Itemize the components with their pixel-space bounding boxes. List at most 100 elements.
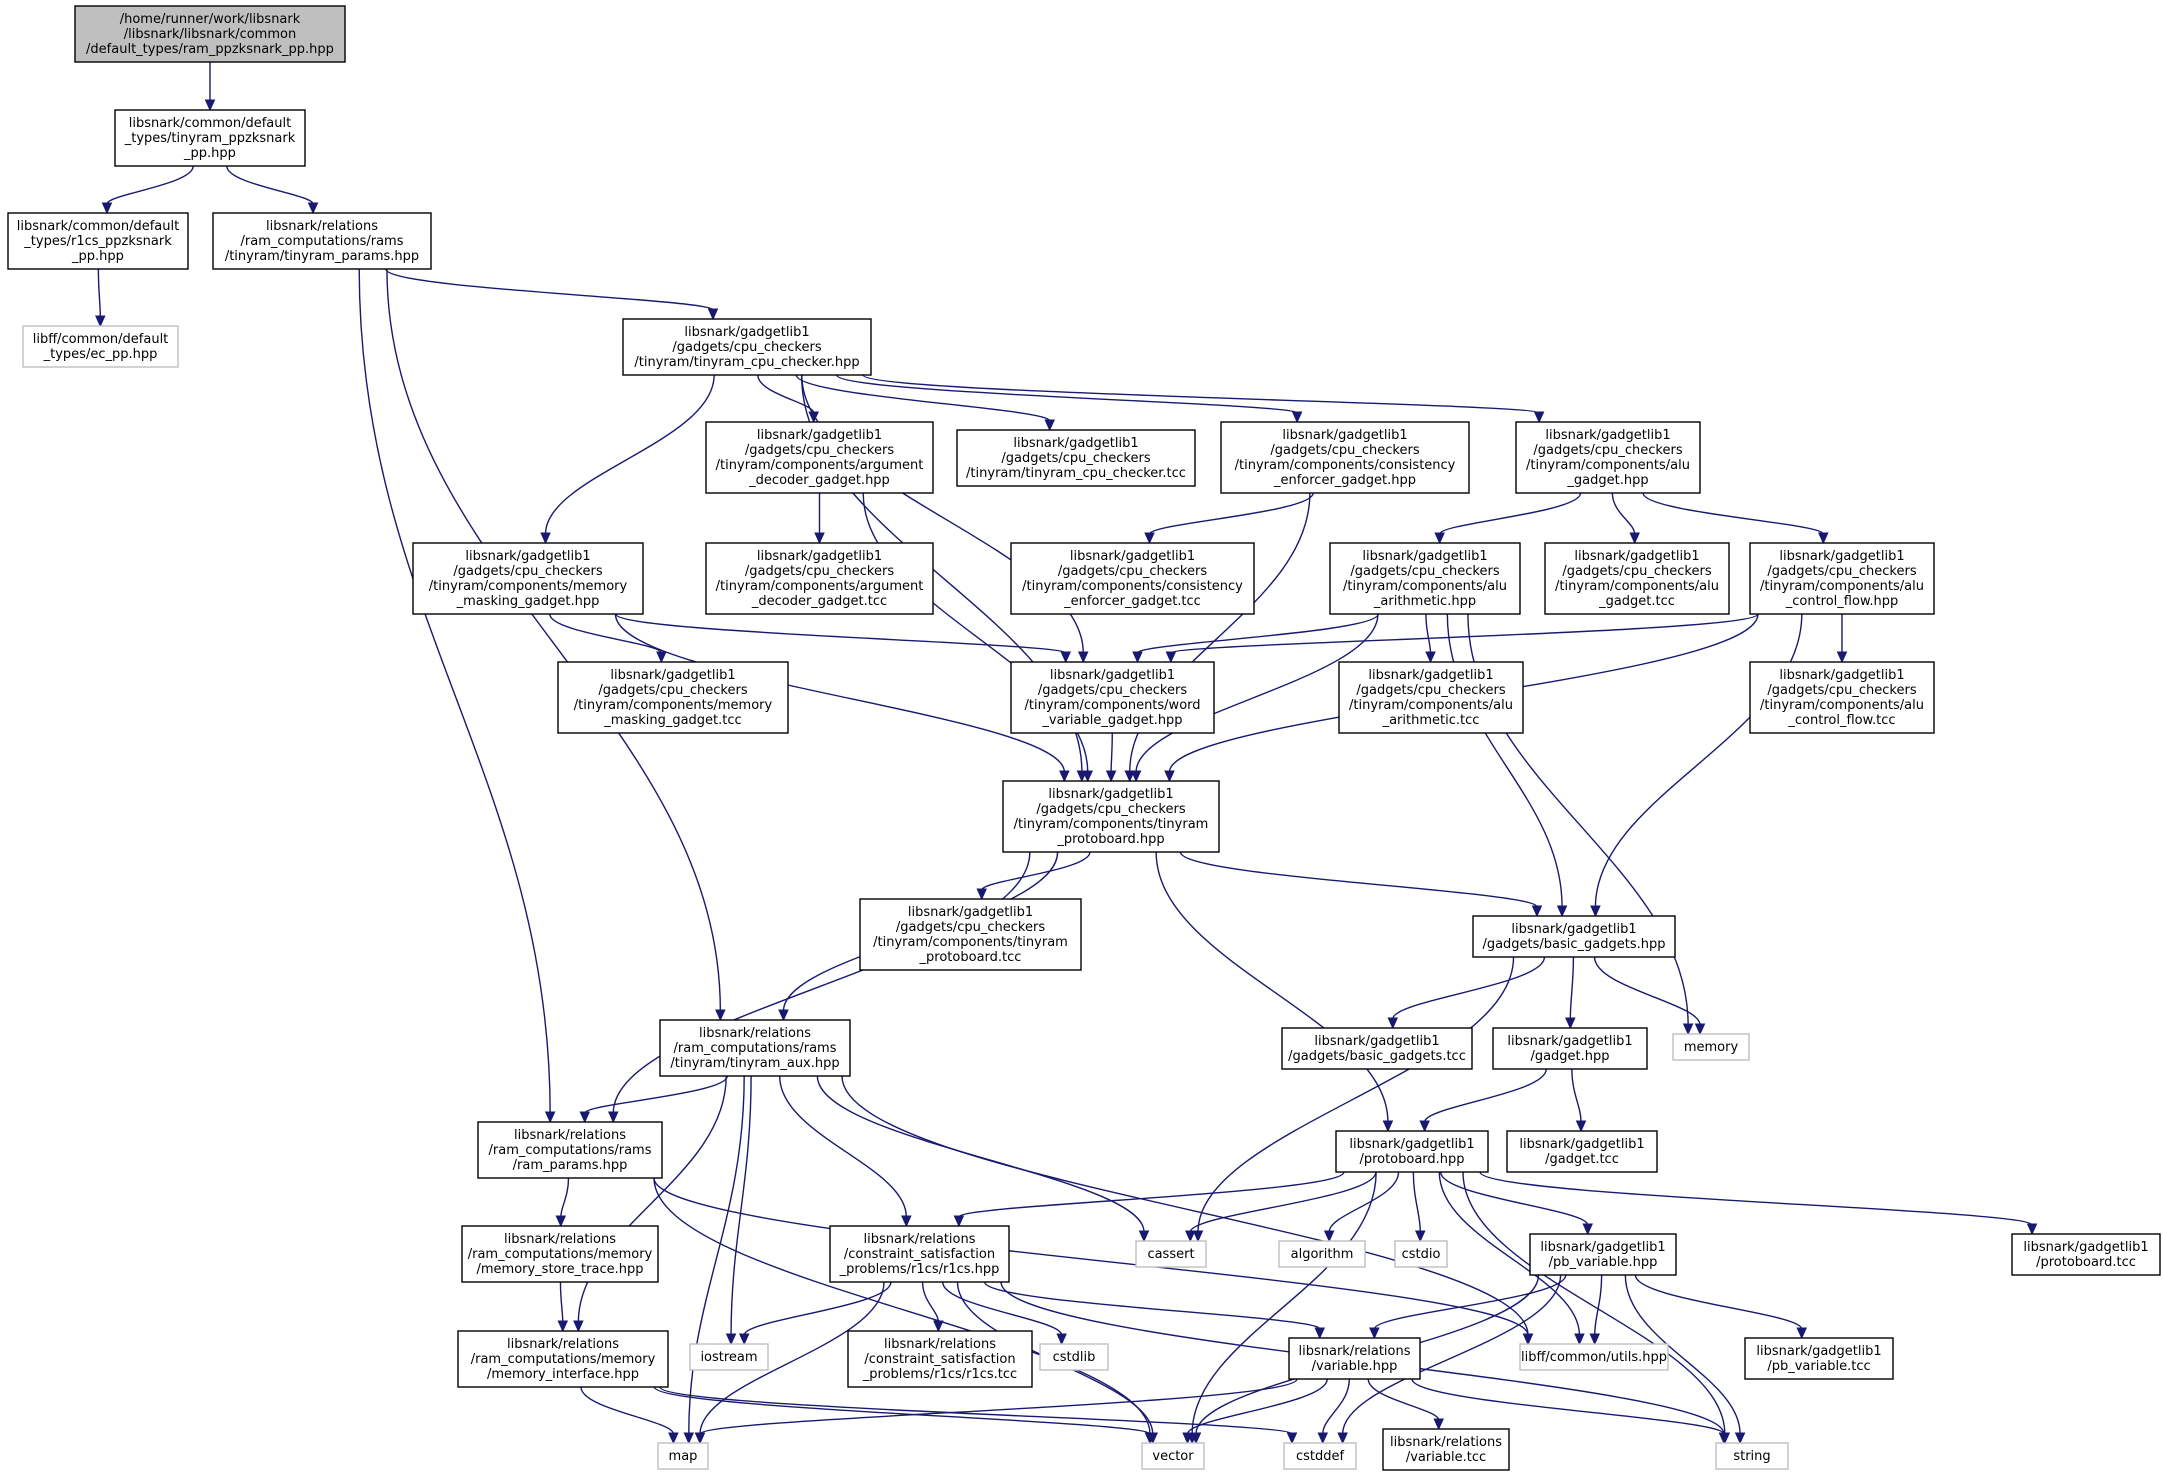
node-label-line: /tinyram/components/alu [1343, 579, 1507, 594]
file-node[interactable]: libsnark/relations/constraint_satisfacti… [847, 1330, 1033, 1388]
file-node[interactable]: libsnark/gadgetlib1/gadgets/cpu_checkers… [1515, 421, 1701, 494]
edge-arrowhead [557, 1320, 569, 1333]
edge-arrowhead [1836, 651, 1848, 664]
edge-n20-n27 [612, 851, 1031, 1114]
node-label-line: /tinyram/tinyram_params.hpp [225, 249, 419, 264]
node-label-line: _enforcer_gadget.tcc [1063, 594, 1201, 609]
edge-n13-n20 [1135, 613, 1379, 773]
edge-arrowhead [1323, 1230, 1335, 1243]
file-node[interactable]: libsnark/relations/variable.tcc [1382, 1428, 1510, 1471]
external-header-node: algorithm [1278, 1240, 1366, 1268]
file-node[interactable]: libsnark/gadgetlib1/gadgets/cpu_checkers… [1544, 542, 1730, 615]
node-label-line: /gadgets/cpu_checkers [672, 340, 821, 355]
node-label: libsnark/gadgetlib1/gadgets/cpu_checkers… [634, 325, 859, 370]
node-label-line: vector [1152, 1449, 1194, 1464]
file-node[interactable]: libsnark/relations/variable.hpp [1288, 1337, 1421, 1380]
file-node[interactable]: libsnark/relations/ram_computations/memo… [461, 1225, 659, 1283]
node-label-line: libsnark/gadgetlib1 [1545, 428, 1670, 443]
file-node[interactable]: libsnark/gadgetlib1/gadgets/cpu_checkers… [956, 429, 1196, 487]
node-label-line: string [1733, 1449, 1770, 1464]
file-node[interactable]: libsnark/gadgetlib1/protoboard.hpp [1335, 1130, 1489, 1173]
file-node[interactable]: libsnark/gadgetlib1/gadgets/cpu_checkers… [859, 898, 1082, 971]
edge-n37-n46 [659, 1386, 1293, 1435]
file-node[interactable]: libsnark/gadgetlib1/gadgets/cpu_checkers… [1220, 421, 1470, 494]
file-node[interactable]: libsnark/gadgetlib1/gadgets/cpu_checkers… [1749, 542, 1935, 615]
node-label-line: /memory_interface.hpp [487, 1367, 639, 1382]
node-box [1544, 542, 1730, 615]
file-node[interactable]: libsnark/relations/ram_computations/rams… [212, 212, 432, 270]
edge-arrowhead [1077, 651, 1089, 664]
file-node[interactable]: libsnark/relations/ram_computations/rams… [477, 1121, 663, 1179]
edge-arrowhead [1182, 1432, 1193, 1445]
file-node[interactable]: libsnark/gadgetlib1/gadget.hpp [1492, 1027, 1648, 1070]
file-node[interactable]: libsnark/common/default_types/tinyram_pp… [114, 109, 306, 167]
external-header-node: libff/common/utils.hpp [1519, 1343, 1669, 1371]
node-label-line: libsnark/gadgetlib1 [1368, 668, 1493, 683]
file-node[interactable]: libsnark/gadgetlib1/gadgets/cpu_checkers… [1010, 542, 1255, 615]
node-label: libsnark/relations/ram_computations/memo… [468, 1232, 653, 1277]
node-box [477, 1121, 663, 1179]
edge-arrowhead [1629, 532, 1640, 545]
external-header-node: vector [1141, 1442, 1205, 1470]
edge-n20-n21 [981, 851, 1091, 891]
edge-n3-n23 [386, 268, 722, 1012]
node-label-line: /gadgets/cpu_checkers [1533, 443, 1682, 458]
file-node[interactable]: libsnark/gadgetlib1/pb_variable.hpp [1529, 1233, 1677, 1276]
edge-arrowhead [1382, 1120, 1394, 1133]
file-node[interactable]: libsnark/gadgetlib1/gadgets/cpu_checkers… [705, 421, 934, 494]
node-label-line: /protoboard.tcc [2036, 1255, 2136, 1270]
file-node[interactable]: libsnark/relations/ram_computations/rams… [659, 1019, 851, 1077]
edge-arrowhead [808, 411, 819, 424]
node-label-line: libsnark/relations [1390, 1435, 1502, 1450]
file-node[interactable]: libsnark/gadgetlib1/protoboard.tcc [2011, 1233, 2161, 1276]
edge-n5-n7 [795, 374, 1051, 422]
file-node[interactable]: libsnark/gadgetlib1/gadgets/cpu_checkers… [412, 542, 644, 615]
edge-arrowhead [1590, 905, 1601, 918]
file-node[interactable]: libsnark/gadgetlib1/gadgets/cpu_checkers… [1010, 661, 1215, 734]
edge-arrowhead [1082, 770, 1093, 783]
node-label-line: libsnark/gadgetlib1 [610, 668, 735, 683]
node-label: cstdlib [1053, 1350, 1096, 1365]
node-label-line: _protoboard.tcc [919, 950, 1022, 965]
file-node[interactable]: libsnark/gadgetlib1/gadgets/cpu_checkers… [557, 661, 789, 734]
file-node[interactable]: libsnark/gadgetlib1/gadgets/basic_gadget… [1472, 915, 1676, 958]
external-header-node: cstddef [1283, 1442, 1357, 1470]
file-node[interactable]: libsnark/gadgetlib1/gadgets/cpu_checkers… [622, 318, 872, 376]
edge-n41-n44 [699, 1378, 1298, 1435]
edge-arrowhead [656, 651, 667, 664]
file-node[interactable]: libsnark/gadgetlib1/gadget.tcc [1506, 1130, 1658, 1173]
file-node[interactable]: libsnark/gadgetlib1/pb_variable.tcc [1744, 1337, 1894, 1380]
node-label-line: cstdlib [1053, 1350, 1096, 1365]
file-node[interactable]: libsnark/relations/constraint_satisfacti… [829, 1225, 1010, 1283]
file-node[interactable]: libsnark/gadgetlib1/gadgets/cpu_checkers… [1338, 661, 1524, 734]
node-label: libsnark/relations/constraint_satisfacti… [839, 1232, 1000, 1277]
edge-n13-n18 [1425, 613, 1432, 654]
node-label-line: /tinyram/components/consistency [1235, 458, 1456, 473]
file-node[interactable]: libsnark/gadgetlib1/gadgets/cpu_checkers… [705, 542, 934, 615]
file-node[interactable]: libsnark/common/default_types/r1cs_ppzks… [7, 212, 189, 270]
node-box [657, 1442, 709, 1470]
edge-arrowhead [725, 1333, 737, 1346]
edge-arrowhead [1369, 1327, 1380, 1340]
file-node[interactable]: libsnark/gadgetlib1/gadgets/cpu_checkers… [1329, 542, 1521, 615]
edge-n28-n48 [1462, 1171, 1726, 1435]
file-node[interactable]: libsnark/gadgetlib1/gadgets/cpu_checkers… [1749, 661, 1935, 734]
node-label-line: libsnark/relations [863, 1232, 975, 1247]
edge-arrowhead [544, 1111, 556, 1124]
edge-n30-n37 [559, 1281, 564, 1323]
edge-arrowhead [1556, 905, 1568, 918]
node-label-line: libsnark/gadgetlib1 [1540, 1240, 1665, 1255]
edge-n8-n12 [1148, 492, 1314, 535]
node-label-line: /libsnark/libsnark/common [124, 27, 296, 42]
node-box [457, 1330, 669, 1388]
edge-arrowhead [1818, 532, 1829, 545]
file-node[interactable]: libsnark/relations/ram_computations/memo… [457, 1330, 669, 1388]
node-box [1382, 1428, 1510, 1471]
node-label-line: /gadgets/cpu_checkers [1562, 564, 1711, 579]
node-label-line: /tinyram/components/tinyram [1014, 817, 1209, 832]
node-label-line: libsnark/gadgetlib1 [684, 325, 809, 340]
edge-arrowhead [540, 532, 551, 545]
file-node[interactable]: libsnark/gadgetlib1/gadgets/basic_gadget… [1281, 1027, 1473, 1070]
file-node[interactable]: libsnark/gadgetlib1/gadgets/cpu_checkers… [1002, 780, 1220, 853]
node-box [847, 1330, 1033, 1388]
